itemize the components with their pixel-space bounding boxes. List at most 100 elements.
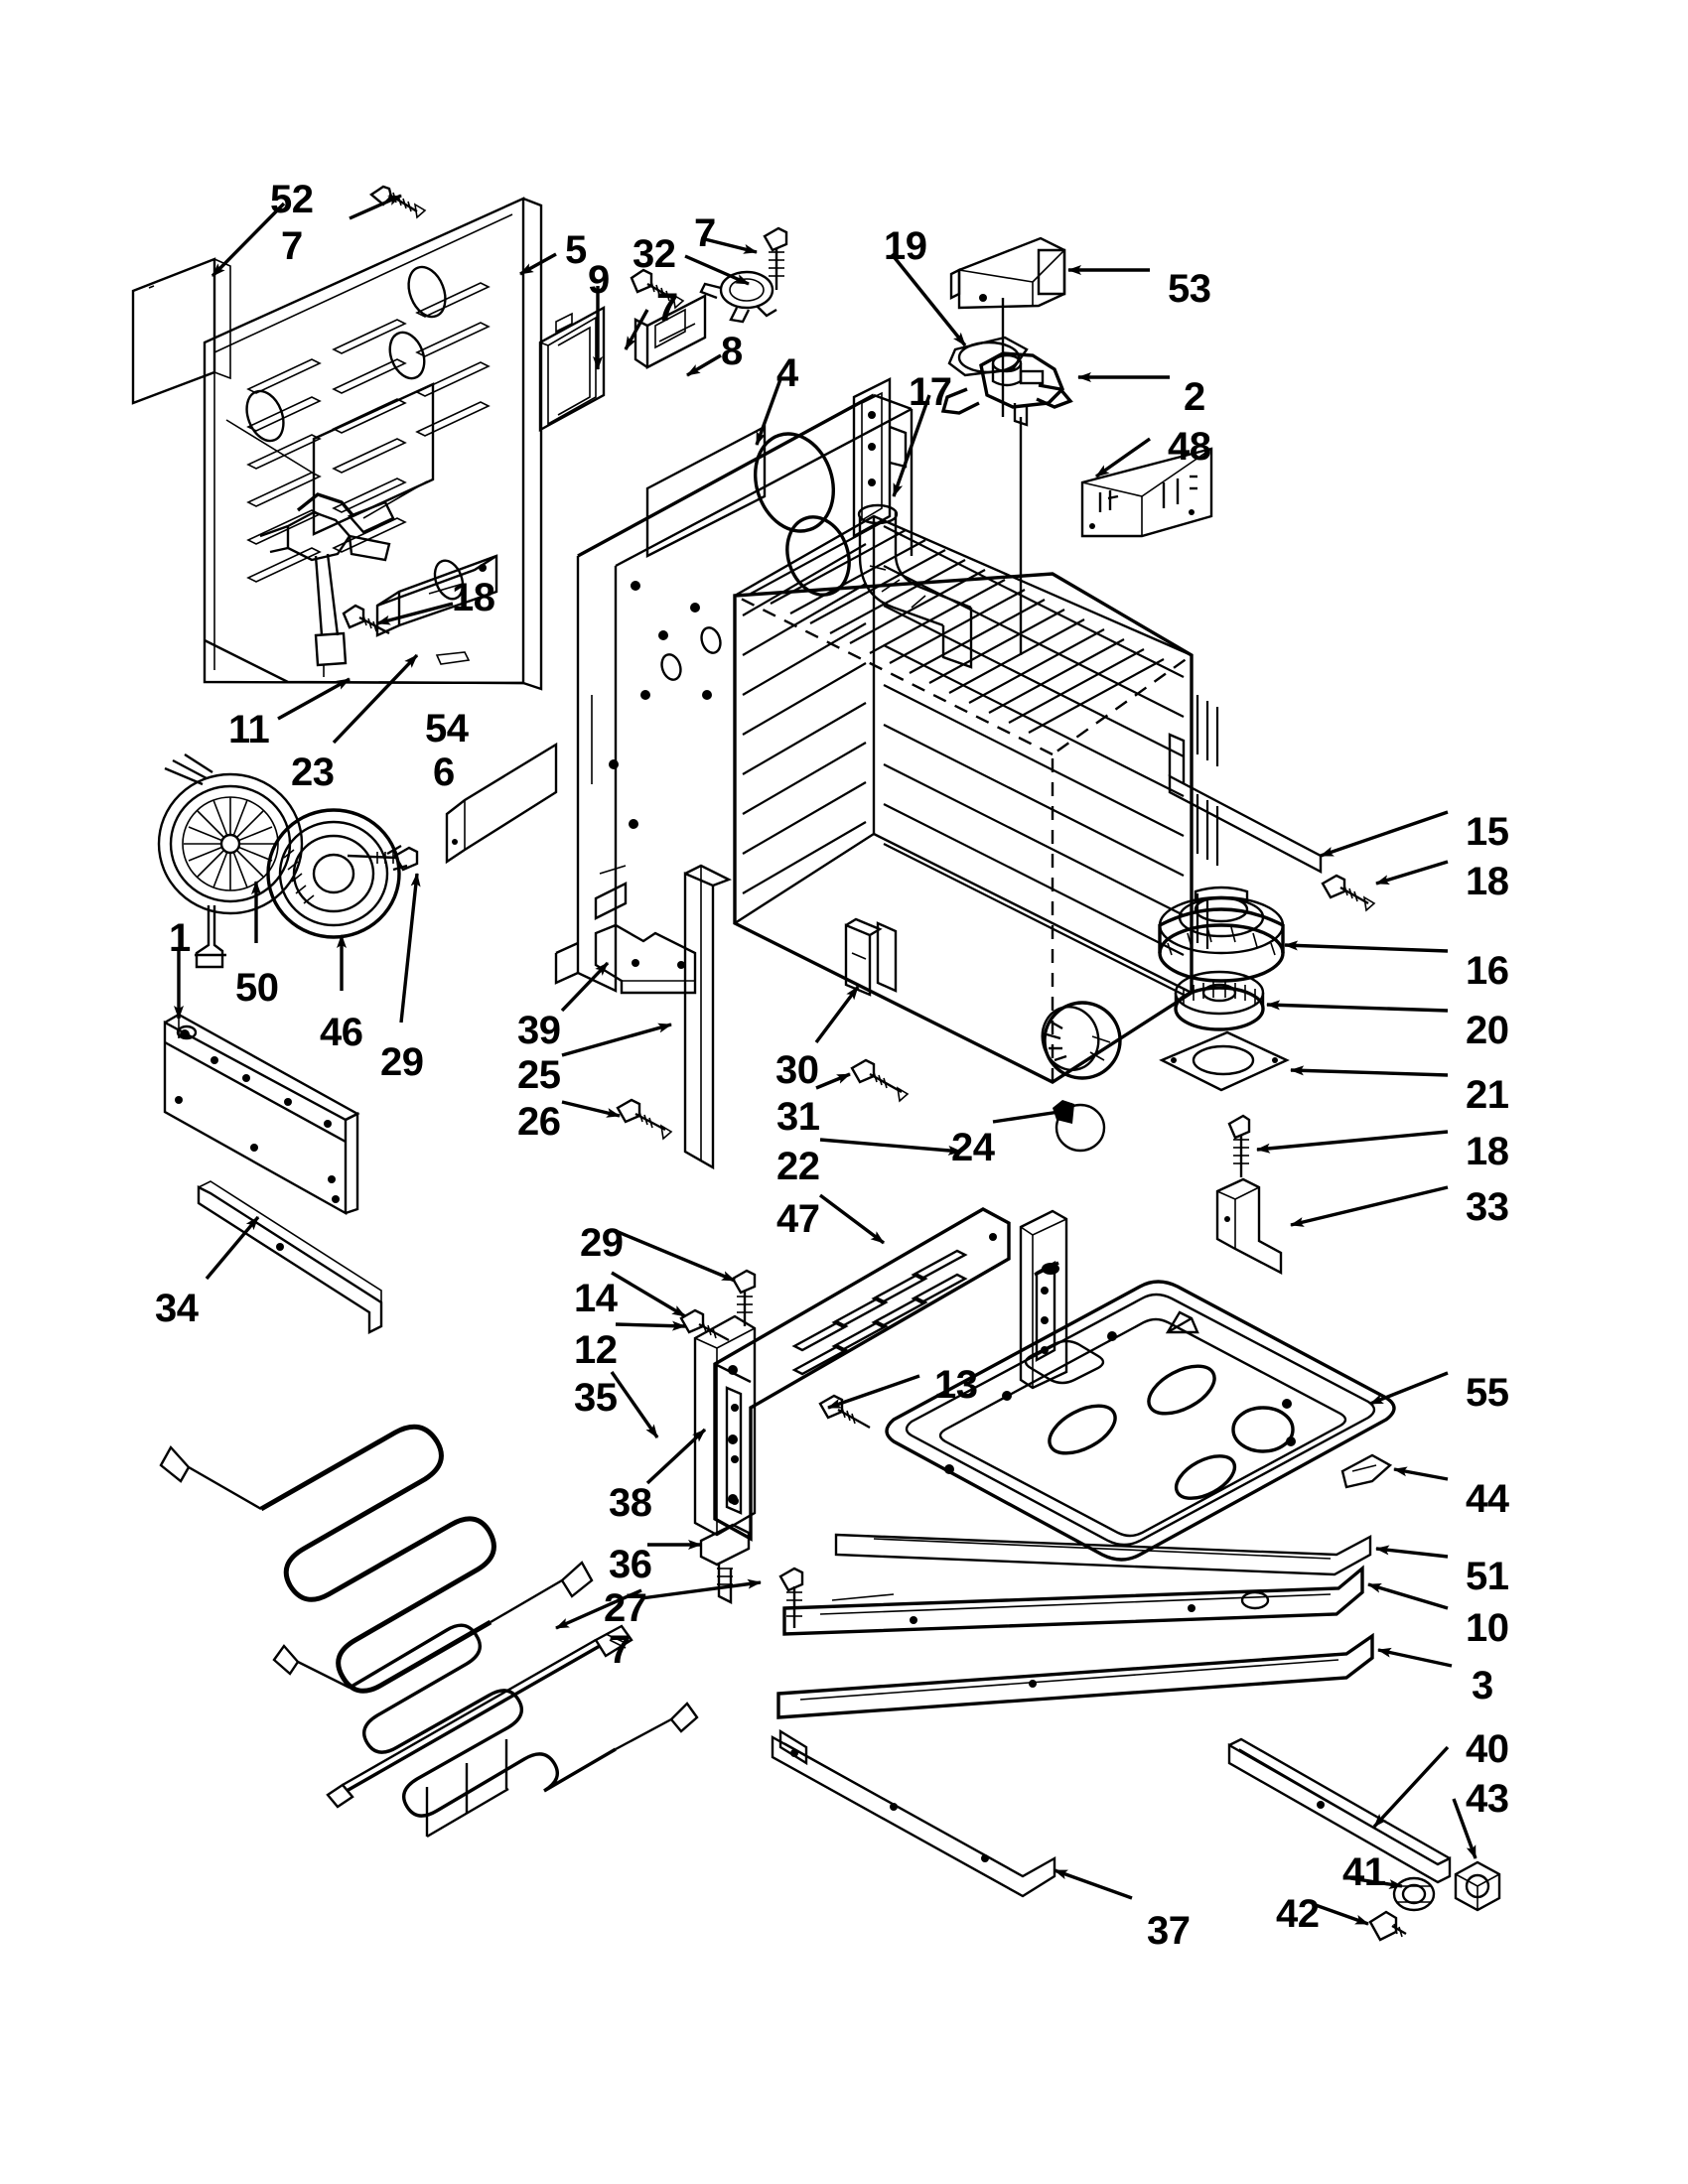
callout-10: 10	[1466, 1606, 1509, 1650]
callout-5: 5	[565, 228, 587, 272]
callout-18-c: 18	[1466, 1130, 1509, 1173]
part-screw-31	[850, 1058, 910, 1103]
callout-7-d: 7	[609, 1628, 631, 1672]
part-support-channel	[683, 864, 732, 1170]
callout-21: 21	[1466, 1073, 1509, 1117]
part-temperature-sensor	[326, 1624, 633, 1809]
part-corner-bracket	[1215, 1177, 1283, 1275]
part-bushing-41	[1392, 1876, 1436, 1912]
callout-7-b: 7	[694, 211, 716, 255]
part-trim-10	[782, 1565, 1364, 1636]
callout-14: 14	[574, 1277, 618, 1320]
part-screw-18-lower	[1227, 1114, 1251, 1177]
part-oven-cavity	[733, 514, 1219, 1084]
callout-35: 35	[574, 1376, 618, 1420]
part-screw-29b	[731, 1269, 757, 1326]
callout-36: 36	[609, 1543, 652, 1586]
callout-34: 34	[155, 1287, 199, 1330]
part-screw-29	[347, 846, 419, 872]
callout-44: 44	[1466, 1477, 1509, 1521]
part-screw-26	[616, 1098, 673, 1141]
callout-29-b: 29	[580, 1221, 624, 1265]
callout-25: 25	[517, 1053, 561, 1097]
callout-41: 41	[1342, 1850, 1386, 1894]
part-convection-fan-blade	[157, 752, 304, 969]
callout-13: 13	[934, 1363, 978, 1407]
callout-12: 12	[574, 1328, 618, 1372]
part-door-switch-harness	[259, 492, 395, 677]
callout-16: 16	[1466, 949, 1509, 993]
part-rating-plate	[1080, 447, 1213, 538]
part-terminal-block-cover	[538, 305, 606, 433]
callout-52: 52	[270, 178, 314, 221]
callout-32: 32	[633, 232, 676, 276]
part-upright-bracket	[852, 377, 908, 539]
callout-18-b: 18	[1466, 860, 1509, 903]
callout-17: 17	[909, 370, 952, 414]
callout-51: 51	[1466, 1555, 1509, 1598]
part-trim-3	[776, 1632, 1374, 1719]
callout-2: 2	[1184, 375, 1205, 419]
callout-39: 39	[517, 1009, 561, 1052]
part-screw-7-top	[368, 185, 427, 219]
part-hinge-receiver	[1019, 1209, 1068, 1390]
part-oven-light-socket	[1041, 1001, 1122, 1080]
callout-27: 27	[604, 1586, 647, 1630]
part-screw-18-left	[342, 604, 390, 635]
part-blower-wheel	[1174, 970, 1265, 1031]
callout-3: 3	[1472, 1664, 1493, 1707]
part-maintop-clip	[1340, 1453, 1393, 1489]
part-bottom-rail	[771, 1728, 1056, 1898]
part-oven-light-bulb	[1053, 1100, 1106, 1153]
callout-8: 8	[721, 330, 743, 373]
callout-4: 4	[776, 351, 798, 395]
callout-1: 1	[169, 916, 191, 960]
callout-30: 30	[775, 1048, 819, 1092]
callout-48: 48	[1168, 425, 1211, 469]
callout-22: 22	[776, 1145, 820, 1188]
callout-24: 24	[951, 1126, 995, 1169]
part-mounting-bracket-53	[949, 236, 1066, 310]
callout-47: 47	[776, 1197, 820, 1241]
leader-lines	[174, 194, 1477, 1926]
callout-7-a: 7	[281, 224, 303, 268]
part-screw-12	[679, 1308, 730, 1342]
part-broil-element	[272, 1623, 699, 1839]
part-front-frame-panel	[713, 1207, 1011, 1542]
part-side-trim	[445, 742, 558, 865]
part-screw-18-right	[1321, 874, 1376, 912]
callout-23: 23	[291, 751, 335, 794]
part-screw-13	[818, 1394, 871, 1430]
part-drawer-rail	[1227, 1737, 1452, 1884]
part-convection-fan-motor	[266, 808, 408, 939]
part-maintop-frame	[885, 1280, 1396, 1562]
callout-54: 54	[425, 707, 469, 751]
callout-55: 55	[1466, 1371, 1509, 1415]
callout-20: 20	[1466, 1009, 1509, 1052]
callout-29-a: 29	[380, 1040, 424, 1084]
part-screw-42	[1368, 1910, 1407, 1942]
callout-15: 15	[1466, 810, 1509, 854]
callout-43: 43	[1466, 1777, 1509, 1821]
part-vent-grommet	[947, 298, 1029, 417]
part-rear-access-cover	[131, 257, 231, 405]
part-toe-trim	[197, 1180, 383, 1334]
part-bottom-bracket	[594, 923, 697, 995]
part-screw-7-b	[763, 226, 788, 290]
part-screw-7-c	[630, 268, 685, 310]
callout-46: 46	[320, 1011, 363, 1054]
part-blower-plate	[1159, 1030, 1290, 1092]
part-rear-chassis-frame	[554, 393, 914, 993]
callout-6: 6	[433, 751, 455, 794]
callout-9: 9	[588, 258, 610, 302]
part-vent-duct	[857, 503, 973, 669]
callout-7-c: 7	[656, 286, 678, 330]
part-bake-element	[159, 1424, 594, 1694]
callout-42: 42	[1276, 1892, 1320, 1936]
part-igniter	[844, 917, 898, 997]
callout-26: 26	[517, 1100, 561, 1144]
part-side-rail	[1168, 733, 1323, 874]
